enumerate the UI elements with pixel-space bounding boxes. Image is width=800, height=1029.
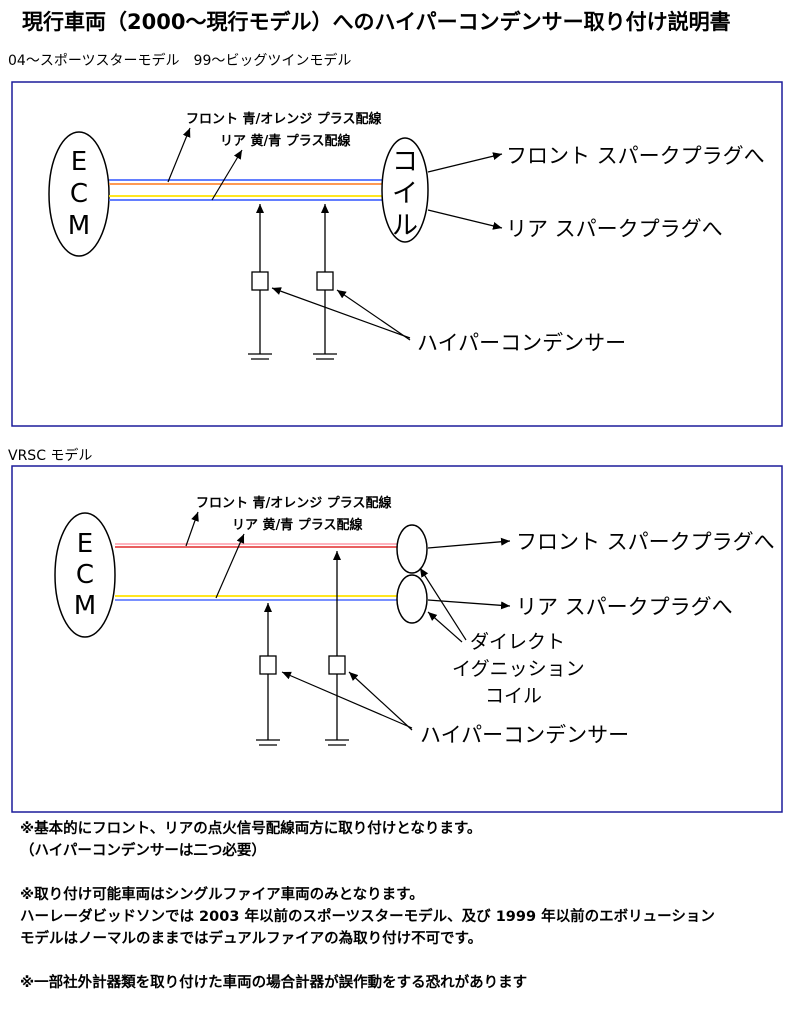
condenser-pointer-1 xyxy=(271,287,411,339)
coil-label-line3: コイル xyxy=(485,685,542,707)
condenser-pointer-2 xyxy=(336,289,411,341)
note-line-1: ※基本的にフロント、リアの点火信号配線両方に取り付けとなります。 xyxy=(20,821,482,837)
front-wire-pointer xyxy=(167,127,191,183)
front2-wire-pointer xyxy=(185,511,199,547)
diagram2-frame xyxy=(11,465,783,813)
condenser4-box xyxy=(328,655,346,675)
note-line-4: ※取り付け可能車両はシングルファイア車両のみとなります。 xyxy=(20,887,424,903)
page-title: 現行車両（2000～現行モデル）へのハイパーコンデンサー取り付け説明書 xyxy=(22,10,731,34)
note-line-8: ※一部社外計器類を取り付けた車両の場合計器が誤作動をする恐れがあります xyxy=(20,975,528,991)
coil-letter-2: イ xyxy=(392,179,418,209)
diagram1-subtitle: 04～スポーツスターモデル 99～ビッグツインモデル xyxy=(8,53,352,69)
ecm-oval-2 xyxy=(54,512,116,638)
condenser3-box xyxy=(259,655,277,675)
direct-coil-rear xyxy=(396,574,428,624)
note-line-2: （ハイパーコンデンサーは二つ必要） xyxy=(20,843,266,859)
wiring-diagram-2: E C M フロント 青/オレンジ プラス配線 リア 黄/青 プラス配線 フロン… xyxy=(11,465,783,813)
rear2-plug-arrow xyxy=(427,599,511,610)
rear-plug-label: リア スパークプラグへ xyxy=(506,217,723,241)
notes-section: ※基本的にフロント、リアの点火信号配線両方に取り付けとなります。 （ハイパーコン… xyxy=(20,818,715,994)
condenser-label: ハイパーコンデンサー xyxy=(417,331,626,355)
front2-plug-arrow xyxy=(427,537,511,549)
ecm-letter-c: C xyxy=(70,179,88,209)
front2-plug-label: フロント スパークプラグへ xyxy=(516,530,775,554)
diagram1-frame xyxy=(11,81,783,427)
ecm2-letter-e: E xyxy=(77,529,93,559)
coil-label-line2: イグニッション xyxy=(452,658,585,680)
front-plug-arrow xyxy=(427,152,503,173)
coil-letter-1: コ xyxy=(392,147,418,177)
coil-letter-3: ル xyxy=(392,211,418,241)
coil-pointer-2 xyxy=(427,611,463,643)
ecm-letter-e: E xyxy=(71,147,87,177)
rear2-wire-pointer xyxy=(215,533,245,599)
coil-oval xyxy=(381,137,429,243)
ecm-oval xyxy=(48,131,110,257)
condenser2-pointer-2 xyxy=(348,671,413,731)
wire2-label-rear: リア 黄/青 プラス配線 xyxy=(232,517,364,533)
direct-coil-front xyxy=(396,524,428,574)
ecm-letter-m: M xyxy=(68,211,90,241)
wire-label-front: フロント 青/オレンジ プラス配線 xyxy=(186,111,383,127)
front-plug-label: フロント スパークプラグへ xyxy=(506,144,765,168)
note-line-6: モデルはノーマルのままではデュアルファイアの為取り付け不可です。 xyxy=(20,931,483,947)
wire2-label-front: フロント 青/オレンジ プラス配線 xyxy=(196,495,393,511)
wiring-diagram-1: E C M コ イ ル フロント 青/オレンジ プラス配線 リア 黄/青 プラス… xyxy=(11,81,783,427)
condenser2-pointer-1 xyxy=(281,671,413,729)
condenser2-label: ハイパーコンデンサー xyxy=(420,723,629,747)
coil-pointer-1 xyxy=(419,567,467,641)
rear-plug-arrow xyxy=(427,209,503,230)
rear-wire-pointer xyxy=(211,149,243,201)
condenser1-box xyxy=(251,271,269,291)
rear2-plug-label: リア スパークプラグへ xyxy=(516,595,733,619)
ecm2-letter-m: M xyxy=(74,591,96,621)
coil-label-line1: ダイレクト xyxy=(470,631,565,653)
ecm2-letter-c: C xyxy=(76,560,94,590)
condenser2-box xyxy=(316,271,334,291)
note-line-5: ハーレーダビッドソンでは 2003 年以前のスポーツスターモデル、及び 1999… xyxy=(20,909,715,925)
diagram2-subtitle: VRSC モデル xyxy=(8,448,93,464)
wire-label-rear: リア 黄/青 プラス配線 xyxy=(220,133,352,149)
